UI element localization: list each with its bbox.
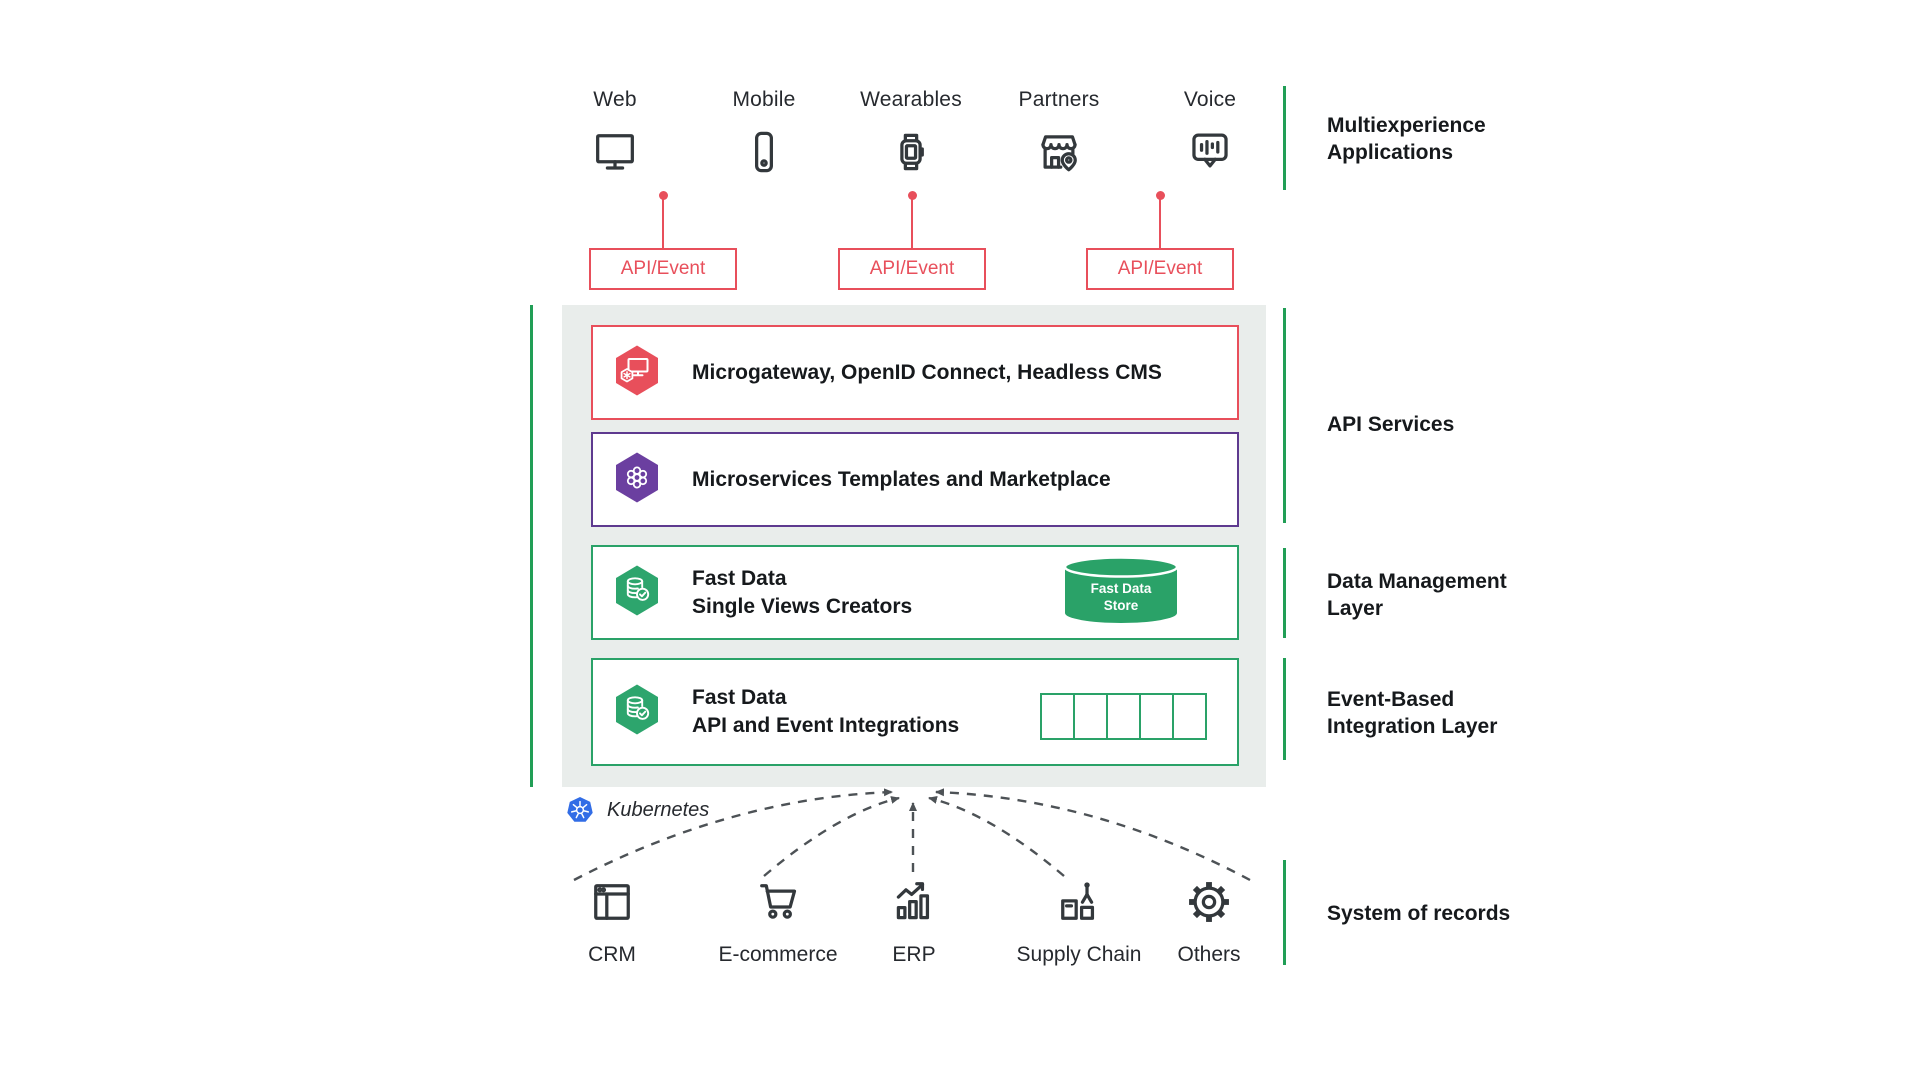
side-label-line: Multiexperience — [1327, 114, 1486, 137]
connector-line — [1159, 198, 1161, 248]
system-crm: CRM — [527, 876, 697, 967]
device-wearables-label: Wearables — [860, 88, 962, 111]
system-supply-chain-label: Supply Chain — [1016, 943, 1142, 966]
system-ecommerce-label: E-commerce — [718, 943, 838, 966]
system-erp-label: ERP — [892, 943, 936, 966]
label-data-management-layer: Data Management Layer — [1327, 568, 1617, 622]
fast-data-hexagon-icon — [616, 684, 658, 735]
store-label-line2: Store — [1103, 598, 1139, 613]
side-label-line: Event-Based — [1327, 688, 1455, 711]
device-mobile: Mobile — [689, 88, 839, 183]
fast-data-store-cylinder: Fast Data Store — [1063, 556, 1179, 628]
event-integration-cells — [1040, 693, 1207, 740]
side-label-line: Data Management — [1327, 570, 1507, 593]
crm-window-icon — [594, 884, 630, 920]
row-microservices: Microservices Templates and Marketplace — [591, 432, 1239, 527]
sideline-data-management — [1283, 548, 1286, 638]
microservices-hexagon-icon — [616, 452, 658, 502]
shopping-cart-icon — [760, 884, 797, 919]
device-wearables: Wearables — [836, 88, 986, 183]
row-microgateway: Microgateway, OpenID Connect, Headless C… — [591, 325, 1239, 420]
row-text-line1: Fast Data — [692, 686, 787, 709]
cylinder-shape — [1063, 556, 1179, 623]
platform-left-accent-line — [530, 305, 533, 787]
label-system-of-records: System of records — [1327, 900, 1617, 927]
storefront-icon — [1041, 135, 1077, 172]
system-others-label: Others — [1177, 943, 1241, 966]
fast-data-hexagon-icon — [616, 565, 658, 615]
integration-cell — [1172, 693, 1207, 740]
api-event-box-3: API/Event — [1086, 248, 1234, 290]
connector-dot — [1156, 191, 1165, 200]
device-web: Web — [540, 88, 690, 183]
integration-cell — [1040, 693, 1075, 740]
row-fast-data-api-event-text: Fast Data API and Event Integrations — [692, 684, 959, 740]
api-event-box-1: API/Event — [589, 248, 737, 290]
kubernetes-icon — [567, 797, 593, 822]
microgateway-hexagon-icon — [616, 345, 658, 395]
sideline-event-based — [1283, 658, 1286, 760]
device-voice: Voice — [1135, 88, 1285, 183]
connector-dot — [659, 191, 668, 200]
side-label-line: Layer — [1327, 597, 1384, 620]
label-event-based-integration-layer: Event-Based Integration Layer — [1327, 686, 1617, 740]
integration-cell — [1073, 693, 1108, 740]
kubernetes-label: Kubernetes — [607, 798, 710, 821]
connector-line — [911, 198, 913, 248]
row-fast-data-single-views-text: Fast Data Single Views Creators — [692, 565, 912, 621]
device-partners-label: Partners — [1018, 88, 1100, 111]
system-crm-label: CRM — [588, 943, 636, 966]
side-label-line: Integration Layer — [1327, 715, 1498, 738]
api-event-label: API/Event — [620, 258, 706, 279]
device-partners: Partners — [984, 88, 1134, 183]
system-supply-chain: Supply Chain — [994, 876, 1164, 967]
smartphone-icon — [755, 131, 773, 173]
system-erp: ERP — [829, 876, 999, 967]
row-microgateway-text: Microgateway, OpenID Connect, Headless C… — [692, 360, 1162, 384]
device-mobile-label: Mobile — [732, 88, 796, 111]
kubernetes-badge: Kubernetes — [566, 796, 709, 824]
api-event-box-2: API/Event — [838, 248, 986, 290]
device-voice-label: Voice — [1183, 88, 1237, 111]
side-label-line: API Services — [1327, 413, 1455, 436]
sideline-api-services — [1283, 308, 1286, 523]
connector-dot — [908, 191, 917, 200]
monitor-icon — [596, 134, 634, 170]
integration-cell — [1139, 693, 1174, 740]
store-label-line1: Fast Data — [1090, 581, 1152, 596]
voice-bubble-icon — [1192, 133, 1228, 168]
sideline-system-of-records — [1283, 860, 1286, 965]
crane-containers-icon — [1061, 882, 1095, 920]
bar-chart-growth-icon — [896, 882, 930, 920]
system-ecommerce: E-commerce — [693, 876, 863, 967]
system-others: Others — [1124, 876, 1294, 967]
label-multiexperience-applications: Multiexperience Applications — [1327, 112, 1617, 166]
row-text-line2: Single Views Creators — [692, 594, 913, 618]
api-event-label: API/Event — [1117, 258, 1203, 279]
side-label-line: System of records — [1327, 902, 1511, 925]
row-text-line1: Fast Data — [692, 566, 787, 590]
row-text-line2: API and Event Integrations — [692, 714, 960, 737]
smartwatch-icon — [900, 133, 924, 171]
label-api-services: API Services — [1327, 411, 1617, 438]
api-event-label: API/Event — [869, 258, 955, 279]
side-label-line: Applications — [1327, 141, 1454, 164]
row-microservices-text: Microservices Templates and Marketplace — [692, 467, 1111, 491]
connector-line — [662, 198, 664, 248]
fast-data-store-label: Fast Data Store — [1063, 580, 1179, 614]
integration-cell — [1106, 693, 1141, 740]
gear-icon — [1189, 882, 1229, 922]
device-web-label: Web — [593, 88, 637, 111]
sideline-multiexperience — [1283, 86, 1286, 190]
